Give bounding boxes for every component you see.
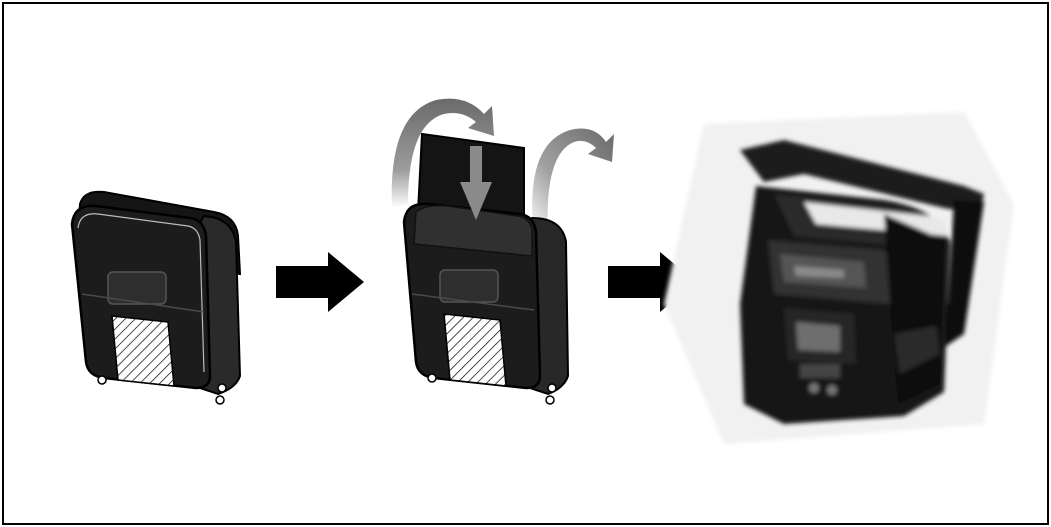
printer-photo — [664, 112, 1014, 444]
right-arrow-icon — [276, 252, 364, 312]
assembly-diagram — [4, 4, 1049, 525]
printer-case-icon — [72, 192, 240, 404]
printer-case-open-icon — [392, 99, 614, 404]
